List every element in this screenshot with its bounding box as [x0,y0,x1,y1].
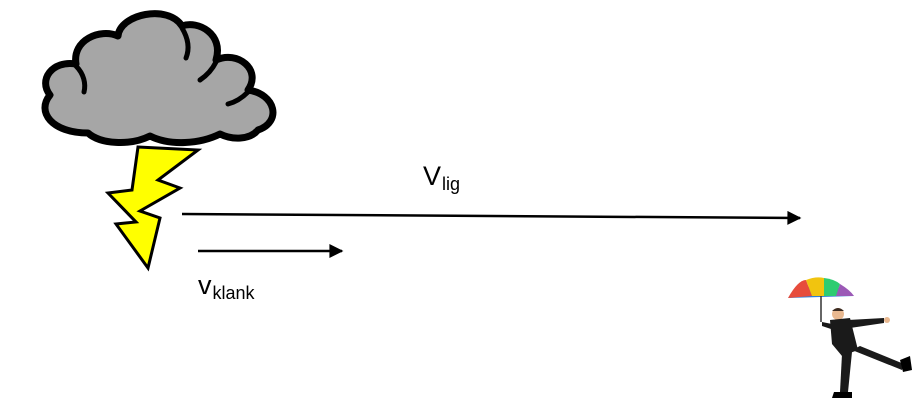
sound-speed-label: vklank [198,270,255,304]
light-speed-symbol: V [423,161,442,191]
sound-speed-symbol: v [198,270,212,300]
storm-cloud-icon [41,10,277,147]
person-with-umbrella-icon [788,277,912,398]
sound-speed-subscript: klank [212,283,255,303]
light-speed-label: Vlig [423,161,460,195]
lightning-bolt-icon [104,145,203,272]
light-speed-subscript: lig [442,174,461,194]
light-speed-arrow [181,210,802,225]
